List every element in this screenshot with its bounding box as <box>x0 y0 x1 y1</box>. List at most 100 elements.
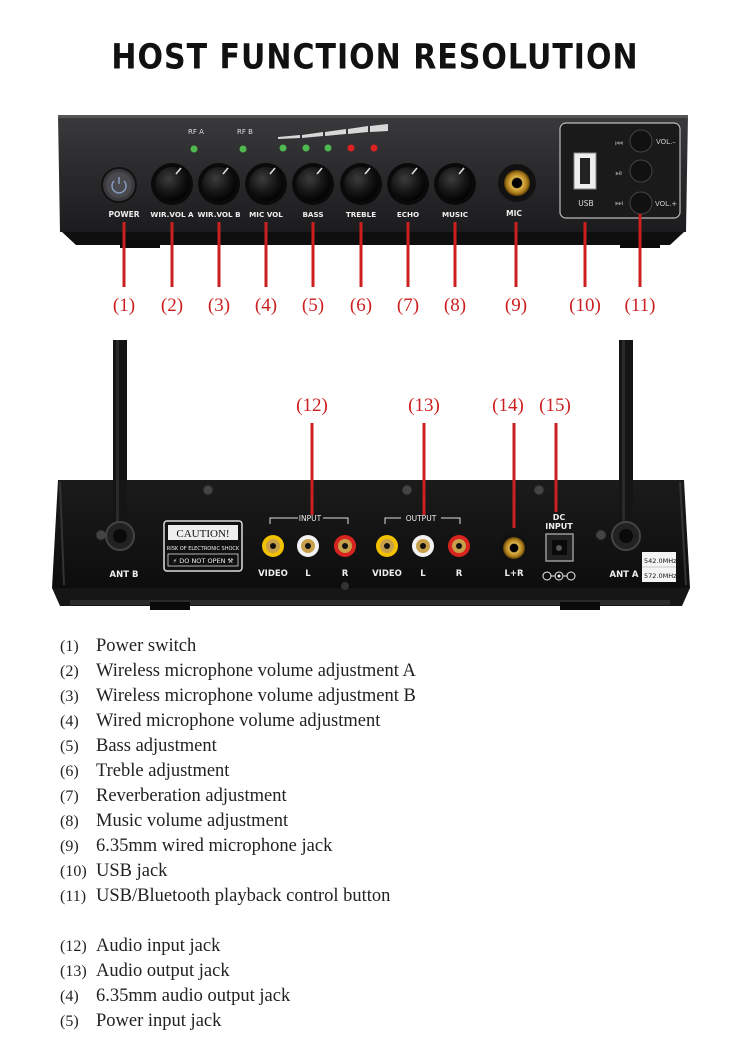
callout-13: (13) <box>408 395 440 416</box>
output-group: OUTPUT <box>384 514 461 524</box>
callout-2: (2) <box>160 295 184 316</box>
knob-7[interactable] <box>434 163 476 205</box>
callout-11: (11) <box>624 295 656 316</box>
callout-8: (8) <box>443 295 467 316</box>
level-meter <box>278 124 388 139</box>
callout-12: (12) <box>296 395 328 416</box>
legend-text: USB jack <box>96 861 168 881</box>
vol-minus-label: VOL.– <box>656 138 676 146</box>
knob-4[interactable] <box>292 163 334 205</box>
legend-item: (4) Wired microphone volume adjustment <box>60 711 380 732</box>
legend-number: (5) <box>60 738 79 755</box>
legend-number: (3) <box>60 688 79 705</box>
knob-1[interactable] <box>151 163 193 205</box>
legend-item: (5)Power input jack <box>60 1011 221 1032</box>
output-video-label: VIDEO <box>372 569 402 579</box>
next-vol-plus-button[interactable] <box>629 191 653 215</box>
legend-item: (9)6.35mm wired microphone jack <box>60 836 332 857</box>
level-led <box>302 144 310 152</box>
input-video-label: VIDEO <box>258 569 288 579</box>
legend-number: (12) <box>60 938 87 955</box>
screw <box>595 529 607 541</box>
knob-3[interactable] <box>245 163 287 205</box>
legend-text: Reverberation adjustment <box>96 786 287 806</box>
legend-item: (2)Wireless microphone volume adjustment… <box>60 661 416 682</box>
screw <box>202 484 214 496</box>
legend-number: (11) <box>60 888 87 905</box>
legend-text: 6.35mm audio output jack <box>96 986 291 1006</box>
input-label: INPUT <box>299 514 322 523</box>
output-left-jack[interactable] <box>412 535 434 557</box>
power-button[interactable] <box>101 167 137 203</box>
legend-item: (5) Bass adjustment <box>60 736 217 757</box>
input-l-label: L <box>305 569 311 579</box>
legend-item: (11) USB/Bluetooth playback control butto… <box>60 886 390 907</box>
legend-text: Power input jack <box>96 1011 222 1031</box>
output-label: OUTPUT <box>406 514 437 523</box>
knob-label-2: WIR.VOL B <box>197 210 240 219</box>
usb-control-panel: USB ⏮ ⏯ ⏭ VOL.– VOL.+ <box>559 122 681 219</box>
rf-a-label: RF A <box>188 128 204 136</box>
power-label: POWER <box>108 210 139 219</box>
legend-item: (4)6.35mm audio output jack <box>60 986 290 1007</box>
legend-item: (8)Music volume adjustment <box>60 811 288 832</box>
callout-14: (14) <box>492 395 524 416</box>
knob-2[interactable] <box>198 163 240 205</box>
front-callout-lines <box>122 214 642 287</box>
input-r-label: R <box>342 569 349 579</box>
ant-a-label: ANT A <box>609 570 638 580</box>
polarity-icon <box>542 571 576 581</box>
legend-text: USB/Bluetooth playback control button <box>96 886 391 906</box>
level-led <box>324 144 332 152</box>
usb-label: USB <box>578 199 593 208</box>
input-right-jack[interactable] <box>334 535 356 557</box>
knob-label-3: MIC VOL <box>249 210 283 219</box>
antenna-b <box>105 340 135 551</box>
screw <box>533 484 545 496</box>
dc-input-label: INPUT <box>545 522 573 531</box>
knob-5[interactable] <box>340 163 382 205</box>
audio-output-jack-635[interactable] <box>499 533 529 563</box>
page-title: HOST FUNCTION RESOLUTION <box>111 37 639 78</box>
caution-sticker: CAUTION! RISK OF ELECTRONIC SHOCK ⚡ DO N… <box>163 520 243 572</box>
knob-6[interactable] <box>387 163 429 205</box>
frequency-1: 542.0MHz <box>644 557 677 565</box>
legend-text: Music volume adjustment <box>96 811 289 831</box>
legend-text: Audio input jack <box>96 936 221 956</box>
legend-number: (4) <box>60 713 79 730</box>
output-video-jack[interactable] <box>376 535 398 557</box>
rf-b-label: RF B <box>237 128 253 136</box>
callout-9: (9) <box>504 295 528 316</box>
legend-number: (7) <box>60 788 79 805</box>
callout-6: (6) <box>349 295 373 316</box>
frequency-sticker: 542.0MHz 572.0MHz <box>642 552 677 582</box>
input-left-jack[interactable] <box>297 535 319 557</box>
play-pause-button[interactable] <box>629 159 653 183</box>
power-input-jack[interactable] <box>545 533 574 562</box>
next-icon: ⏭ <box>615 199 623 209</box>
output-r-label: R <box>456 569 463 579</box>
legend-item: (1)Power switch <box>60 636 196 657</box>
callout-1: (1) <box>112 295 136 316</box>
input-video-jack[interactable] <box>262 535 284 557</box>
prev-vol-minus-button[interactable] <box>629 129 653 153</box>
output-l-label: L <box>420 569 426 579</box>
mic-jack[interactable] <box>498 164 536 202</box>
caution-title: CAUTION! <box>176 528 229 540</box>
knob-label-7: MUSIC <box>442 210 468 219</box>
legend-item: (6)Treble adjustment <box>60 761 229 782</box>
ant-b-label: ANT B <box>110 570 139 580</box>
knob-label-4: BASS <box>302 210 323 219</box>
output-right-jack[interactable] <box>448 535 470 557</box>
legend-text: Bass adjustment <box>96 736 217 756</box>
knob-label-5: TREBLE <box>346 210 376 219</box>
screw <box>401 484 413 496</box>
antenna-a <box>611 340 641 551</box>
rf-b-led <box>239 145 247 153</box>
mic-label: MIC <box>506 209 522 218</box>
caution-line1: RISK OF ELECTRONIC SHOCK <box>167 546 240 552</box>
legend-item: (10)USB jack <box>60 861 167 882</box>
legend-text: Wired microphone volume adjustment <box>96 711 381 731</box>
lr-label: L+R <box>504 569 524 579</box>
